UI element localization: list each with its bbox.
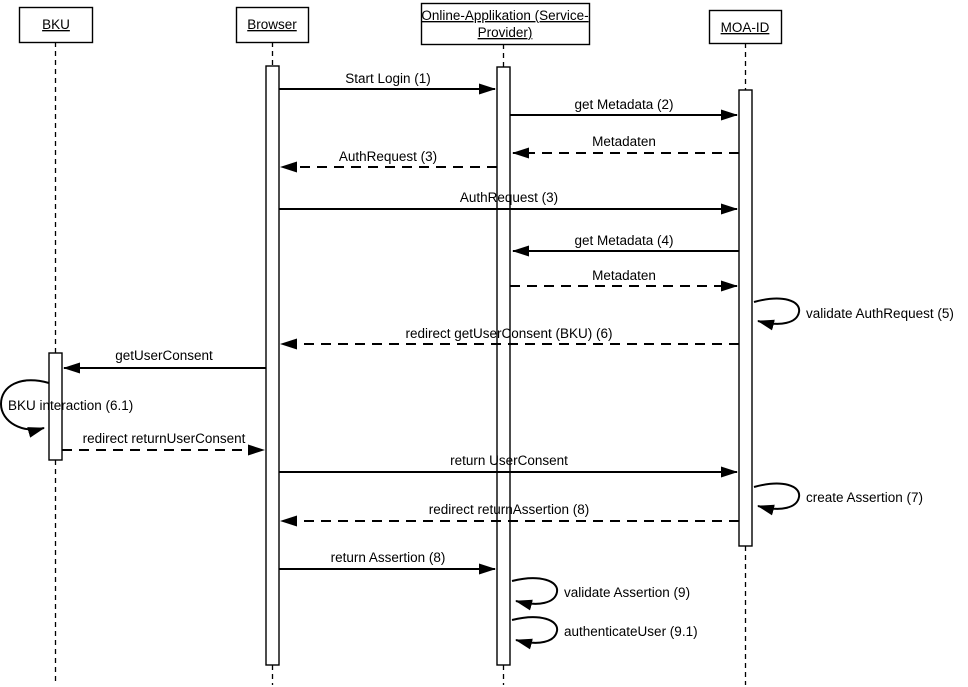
msg1-label: Start Login (1) <box>345 71 431 86</box>
moa-id-activation-bar <box>738 89 753 547</box>
actor-browser: Browser <box>235 6 310 44</box>
bku-activation-bar <box>48 352 63 461</box>
msg17-label: validate Assertion (9) <box>564 585 690 600</box>
msg10-label: getUserConsent <box>115 348 213 363</box>
msg8-self-loop <box>753 297 801 331</box>
msg6-label: get Metadata (4) <box>574 233 673 248</box>
msg12-label: redirect returnUserConsent <box>83 431 246 446</box>
actor-bku: BKU <box>18 6 94 44</box>
msg14-self-loop <box>753 482 801 516</box>
msg11-label: BKU interaction (6.1) <box>8 398 133 413</box>
actor-online-app-label-line2: Provider) <box>478 25 533 40</box>
actor-moa-id: MOA-ID <box>708 9 783 45</box>
actor-browser-label: Browser <box>247 17 297 32</box>
msg7-label: Metadaten <box>592 268 656 283</box>
msg5-label: AuthRequest (3) <box>460 190 558 205</box>
msg4-label: AuthRequest (3) <box>339 149 437 164</box>
msg8-label: validate AuthRequest (5) <box>806 306 954 321</box>
msg18-label: authenticateUser (9.1) <box>564 624 698 639</box>
msg15-label: redirect returnAssertion (8) <box>429 502 590 517</box>
msg13-label: return UserConsent <box>450 453 568 468</box>
msg18-self-loop <box>511 616 559 650</box>
msg9-label: redirect getUserConsent (BKU) (6) <box>405 326 612 341</box>
msg2-label: get Metadata (2) <box>574 97 673 112</box>
msg16-label: return Assertion (8) <box>331 550 446 565</box>
browser-activation-bar <box>265 65 280 666</box>
msg14-label: create Assertion (7) <box>806 490 923 505</box>
actor-online-app-box <box>420 2 591 46</box>
actor-bku-box <box>18 6 94 44</box>
actor-browser-box <box>235 6 310 44</box>
actor-moa-id-box <box>708 9 783 45</box>
actor-moa-id-label: MOA-ID <box>721 20 770 35</box>
actor-bku-label: BKU <box>42 17 70 32</box>
online-app-activation-bar <box>496 66 511 666</box>
msg3-label: Metadaten <box>592 134 656 149</box>
actor-online-app: Online-Applikation (Service- Provider) <box>420 2 591 46</box>
msg17-self-loop <box>511 577 559 611</box>
actor-online-app-label-line1: Online-Applikation (Service- <box>421 8 588 23</box>
msg11-self-loop <box>0 379 50 438</box>
